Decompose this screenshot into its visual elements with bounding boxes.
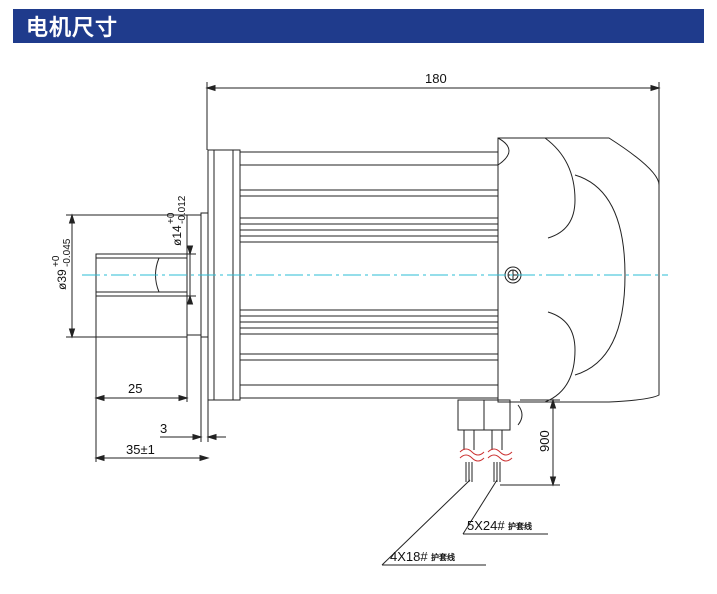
lead-b-suffix: 护套线	[431, 552, 455, 562]
key-length-label: 25	[128, 381, 142, 396]
shaft-length-label: 35±1	[126, 442, 155, 457]
pilot-diameter-label: ø39	[55, 269, 69, 290]
pilot-tolerance-upper: +0	[51, 255, 62, 267]
lead-length-dimension	[500, 398, 560, 487]
flange-thickness-label: 3	[160, 421, 167, 436]
shaft-tolerance-lower: -0.012	[177, 195, 188, 224]
lead-length-label: 900	[537, 430, 552, 452]
lead-outlet	[457, 399, 523, 482]
overall-length-label: 180	[425, 71, 447, 86]
motor-end-cap	[497, 137, 660, 403]
shaft-diameter-label: ø14	[170, 225, 184, 246]
shaft-tolerance-upper: +0	[166, 212, 177, 224]
overall-length-dimension	[205, 82, 661, 185]
pilot-tolerance-lower: -0.045	[62, 238, 73, 267]
lead-b-spec: 4X18#	[390, 549, 428, 564]
key-length-dimension	[94, 296, 189, 462]
motor-body	[239, 151, 499, 399]
section-header: 电机尺寸	[13, 9, 704, 43]
flange-thickness-dimension	[160, 337, 226, 442]
lead-a-suffix: 护套线	[508, 521, 532, 531]
pilot-diameter-dimension	[66, 213, 187, 339]
section-title: 电机尺寸	[26, 16, 119, 41]
lead-leaders	[381, 479, 548, 566]
shaft-diameter-dimension	[186, 245, 196, 305]
shaft-length-dimension	[94, 454, 210, 462]
lead-a-spec: 5X24#	[467, 518, 505, 533]
